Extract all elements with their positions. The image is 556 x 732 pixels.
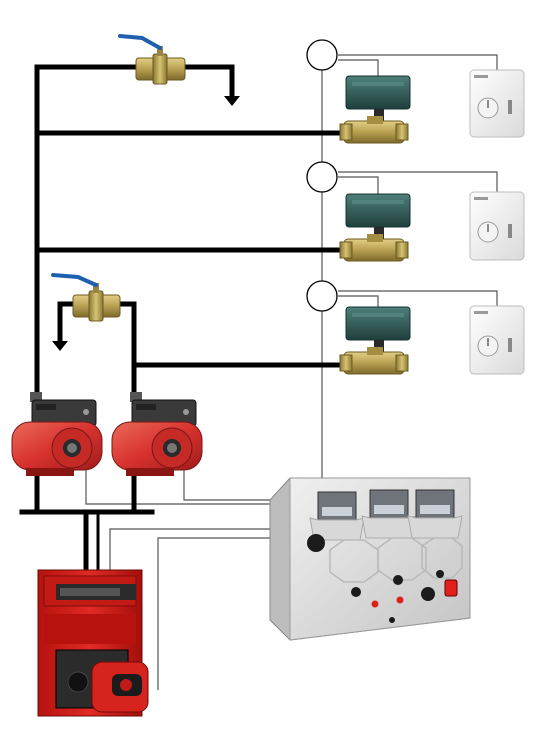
wire-boiler-to-panel-1 [109, 528, 272, 570]
actuator-body [345, 75, 411, 110]
circulation-pump-2[interactable] [111, 392, 203, 476]
wire-pump1-to-panel [85, 468, 272, 505]
indicator-lamp-1 [371, 600, 379, 608]
wire-boiler-to-panel-2 [157, 537, 272, 690]
zone3-junction [306, 280, 338, 312]
pipe-bypass-top [182, 64, 235, 100]
main-knob[interactable] [307, 534, 325, 552]
indicator-lamp-2 [396, 596, 404, 604]
wire-pump2-to-panel [183, 468, 272, 501]
zone-valve-2[interactable] [339, 193, 411, 262]
wire-zone2-to-actuator [338, 176, 379, 194]
control-knob-3[interactable] [421, 587, 435, 601]
control-panel [269, 477, 471, 641]
room-thermostat-3[interactable] [469, 305, 525, 375]
wire-zone2-to-thermostat [338, 171, 498, 192]
pipes [19, 64, 351, 575]
ball-valve-lower[interactable] [51, 273, 121, 322]
wire-zone1-to-thermostat [338, 54, 498, 70]
zone-valve-1[interactable] [339, 75, 411, 144]
pipe-supply-riser [34, 64, 139, 399]
actuator-body [345, 306, 411, 341]
pipe-bypass-lower [57, 301, 76, 345]
panel-cutout-2 [377, 537, 427, 581]
panel-cutout-1 [329, 539, 379, 583]
valve-body [343, 351, 405, 375]
room-thermostat-2[interactable] [469, 191, 525, 261]
zone1-junction [306, 39, 338, 71]
zone-display-1 [309, 491, 365, 541]
zone-display-2 [361, 489, 417, 539]
lamp-zone-1 [351, 587, 361, 597]
valve-body [343, 238, 405, 262]
wire-zone3-to-actuator [338, 295, 379, 307]
wire-zone3-to-thermostat [338, 290, 498, 306]
arrow-top-bypass [224, 96, 240, 106]
actuator-body [345, 193, 411, 228]
zone-junctions [306, 39, 338, 312]
valve-body [343, 120, 405, 144]
lamp-zone-2 [393, 575, 403, 585]
indicator-lamp-3 [389, 617, 395, 623]
pipe-bypass-lower-right [117, 301, 137, 399]
valve-handle[interactable] [51, 273, 98, 287]
zone-display-3 [407, 489, 463, 539]
circulation-pump-1[interactable] [11, 392, 103, 476]
zone-valve-3[interactable] [339, 306, 411, 375]
signal-wires [85, 54, 498, 690]
valve-handle[interactable] [118, 34, 162, 50]
lamp-zone-3 [436, 570, 444, 578]
ball-valve-top[interactable] [118, 34, 186, 85]
zone2-junction [306, 161, 338, 193]
wire-zone1-to-actuator [338, 59, 379, 76]
arrow-lower-bypass [52, 341, 68, 351]
panel-cutout-3 [421, 537, 463, 579]
flow-arrows [52, 96, 240, 351]
room-thermostat-1[interactable] [469, 69, 525, 138]
boiler[interactable] [37, 569, 149, 717]
power-switch[interactable] [444, 579, 458, 597]
